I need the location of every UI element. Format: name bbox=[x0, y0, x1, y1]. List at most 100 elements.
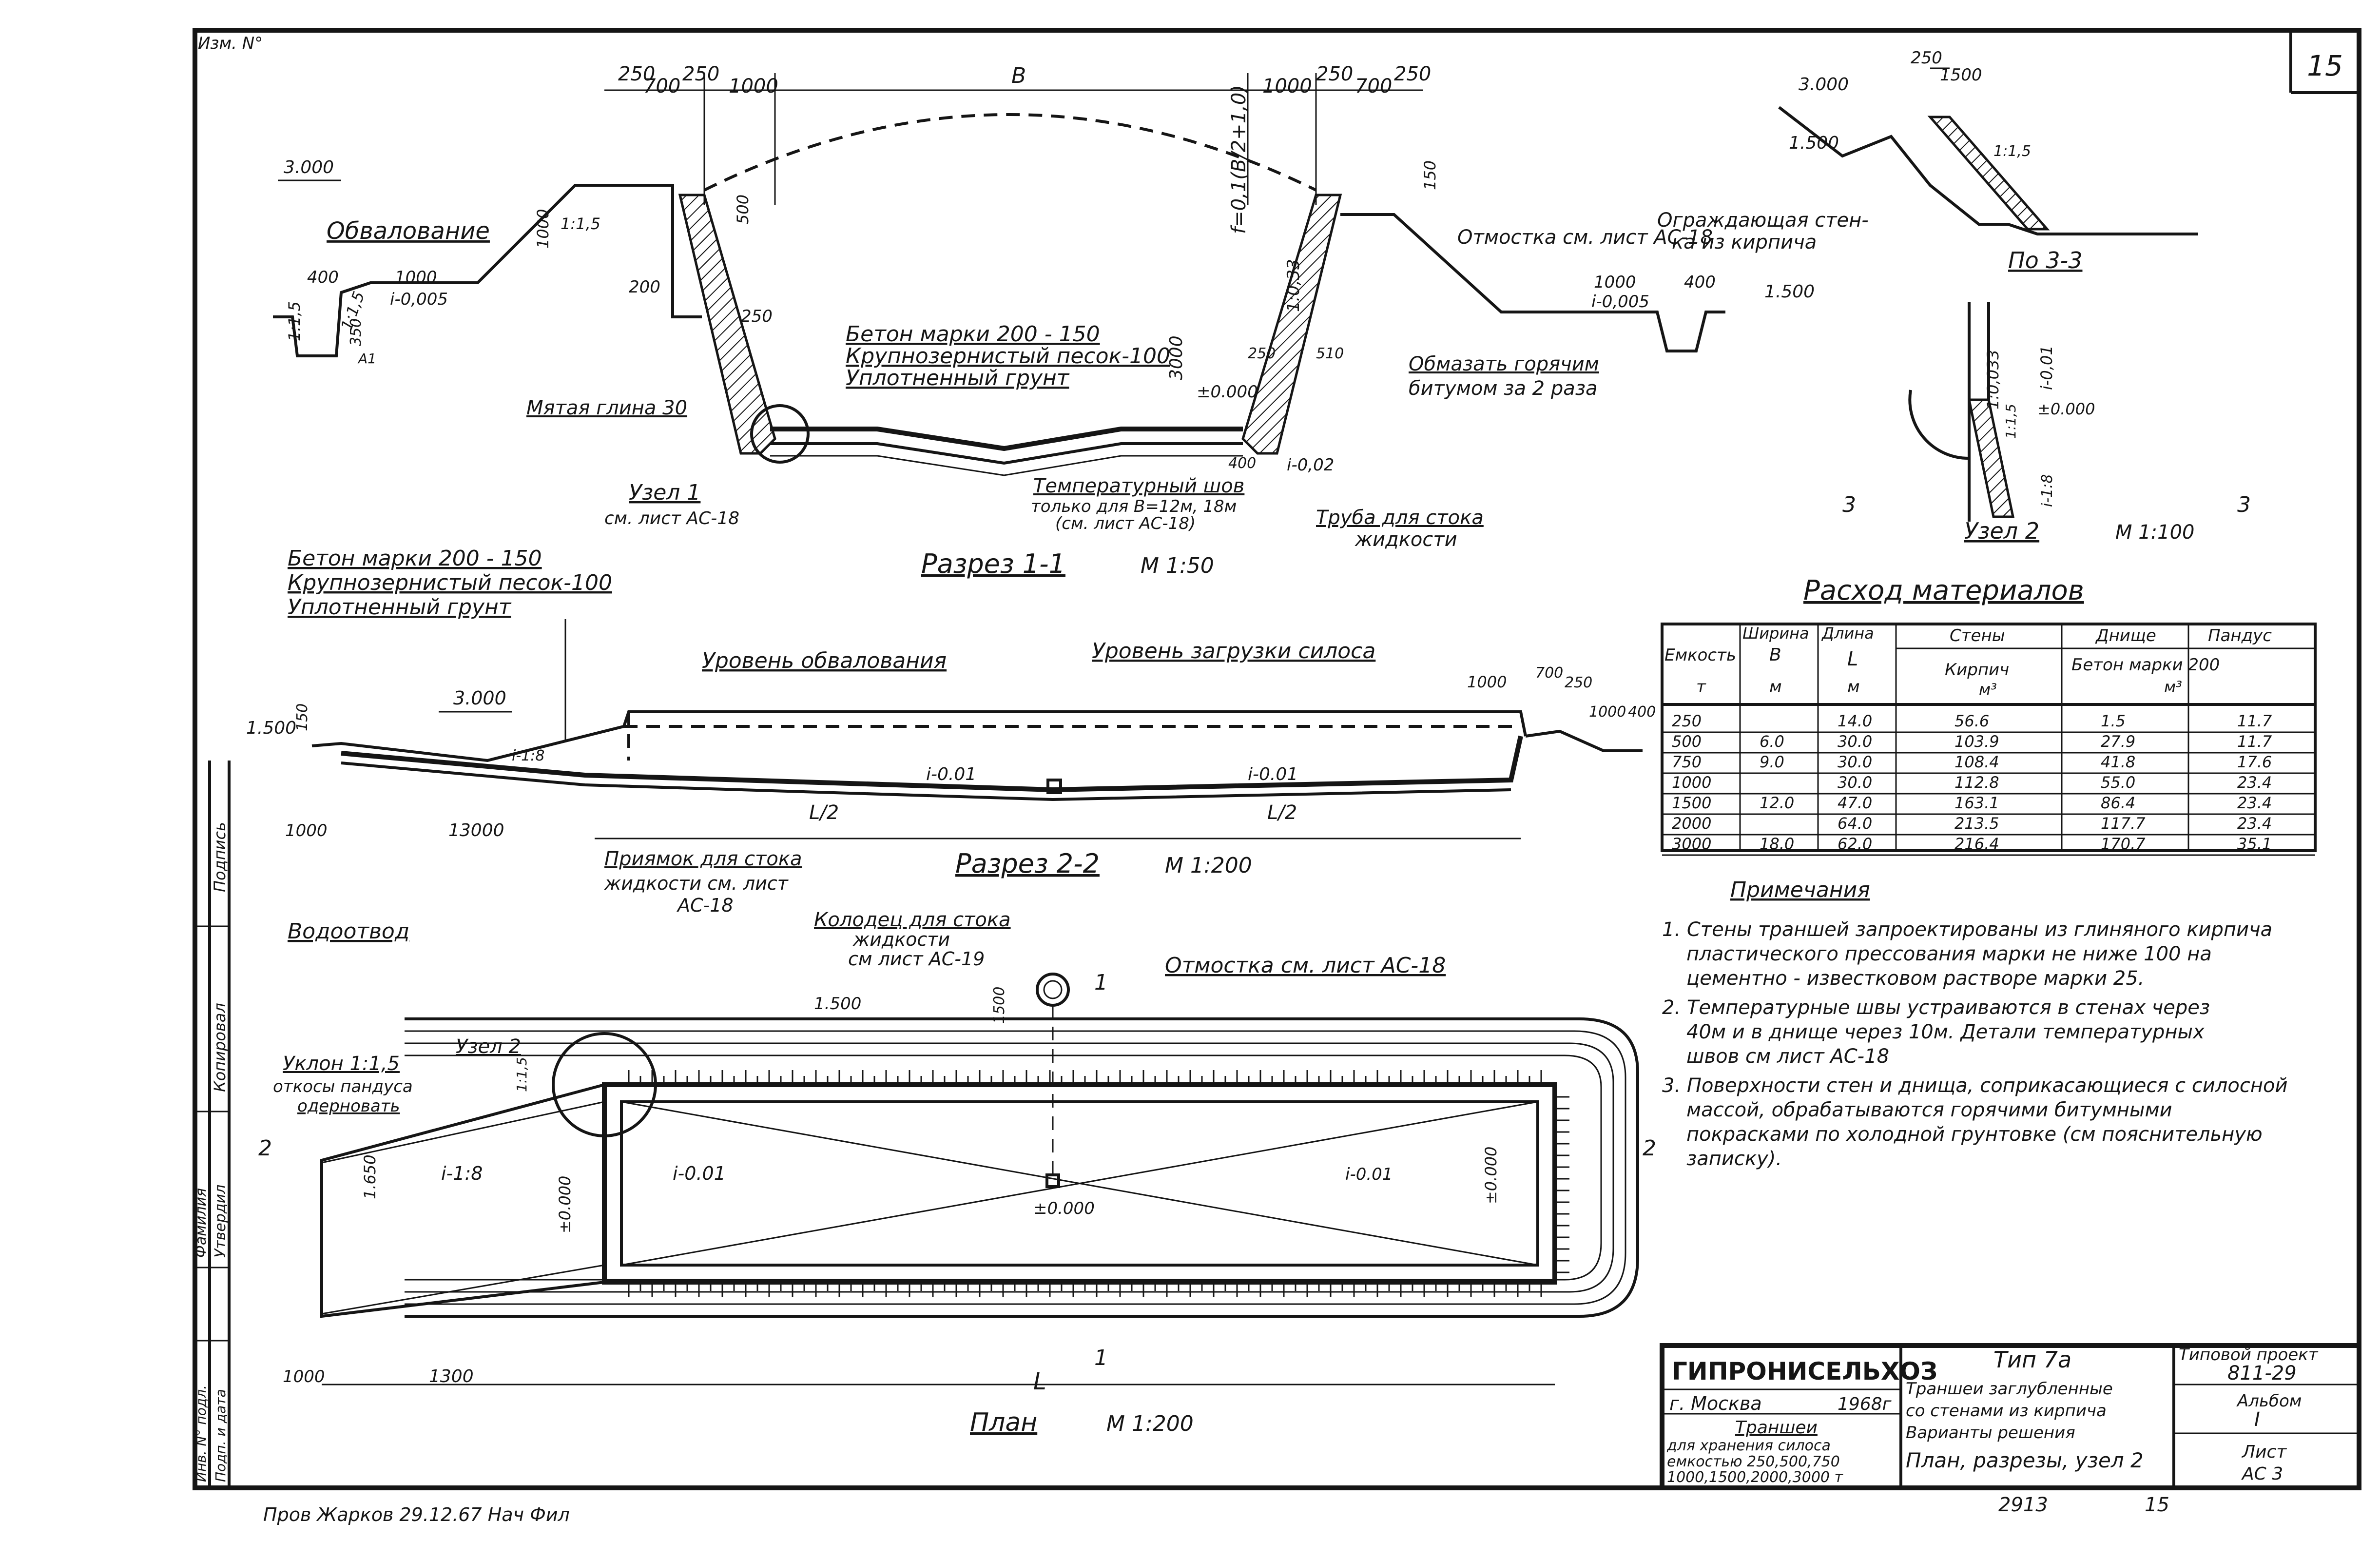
label-well-1: Колодец для стока bbox=[814, 909, 1011, 931]
label-well-3: см лист АС-19 bbox=[848, 948, 985, 970]
sidebar-label-5: Утвердил bbox=[212, 1185, 229, 1258]
half-length-a: L/2 bbox=[809, 801, 839, 824]
section-2-2-title: Разрез 2-2 bbox=[955, 848, 1100, 879]
materials-cell-l: 64.0 bbox=[1838, 814, 1872, 833]
dim-1000b: 1000 bbox=[1262, 75, 1312, 98]
sheet-label: Лист bbox=[2241, 1442, 2287, 1462]
signature-line: Пров Жарков 29.12.67 Нач Фил bbox=[263, 1504, 570, 1525]
label-pit-1: Приямок для стока bbox=[604, 848, 802, 870]
materials-cell-l: 30.0 bbox=[1838, 732, 1872, 751]
level-1500: 1.500 bbox=[1764, 282, 1815, 302]
materials-cell-cap: 750 bbox=[1672, 753, 1702, 771]
section-1-1-title: Разрез 1-1 bbox=[921, 548, 1065, 579]
level-3000: 3.000 bbox=[453, 687, 506, 709]
dim-250f: 250 bbox=[1248, 345, 1276, 362]
slope-18: i-1:8 bbox=[441, 1163, 483, 1184]
dim-13000: 13000 bbox=[448, 820, 504, 840]
header-width-sym: В bbox=[1769, 645, 1781, 665]
dim-l: L bbox=[1033, 1368, 1046, 1395]
slope-15a: 1:1,5 bbox=[285, 301, 304, 341]
section-3-3: 250 1500 3.000 1.500 1:1,5 Ограждающая с… bbox=[1657, 48, 2198, 273]
label-well-2: жидкости bbox=[852, 929, 950, 950]
level-1650: 1.650 bbox=[361, 1154, 379, 1199]
slope-001: i-0,01 bbox=[2037, 345, 2056, 390]
materials-cell-walls: 56.6 bbox=[1954, 712, 1989, 730]
section-mark-2a: 2 bbox=[258, 1136, 272, 1161]
header-walls: Стены bbox=[1950, 626, 2005, 645]
label-embank-level: Уровень обвалования bbox=[702, 648, 947, 673]
sidebar-label-6: Инв. N° подл. bbox=[193, 1385, 209, 1482]
label-silo-level: Уровень загрузки силоса bbox=[1092, 639, 1375, 663]
materials-cell-w: 12.0 bbox=[1760, 794, 1794, 812]
slope-i2: i-0,005 bbox=[1591, 292, 1649, 312]
header-capacity-unit: т bbox=[1696, 677, 1706, 697]
header-walls-sub: Кирпич bbox=[1945, 660, 2009, 680]
materials-cell-ramp: 23.4 bbox=[2237, 773, 2272, 792]
label-pipe: Труба для стока bbox=[1316, 507, 1484, 529]
dim-115: 1:1,5 bbox=[514, 1057, 530, 1092]
dim-510: 510 bbox=[1316, 345, 1344, 362]
level-1500: 1.500 bbox=[814, 994, 861, 1014]
node-2-title: Узел 2 bbox=[1964, 518, 2039, 544]
materials-cell-cap: 1500 bbox=[1672, 794, 1711, 812]
dim-350: 350 bbox=[348, 318, 365, 346]
header-concrete: Бетон марки 200 bbox=[2071, 655, 2220, 675]
drain-well bbox=[1036, 973, 1070, 1007]
dim-b: В bbox=[1011, 63, 1026, 88]
arch-rise-formula: f=0,1(B/2+1,0) bbox=[1228, 85, 1250, 234]
slope-001b: i-0.01 bbox=[1345, 1165, 1393, 1184]
type-desc-4: План, разрезы, узел 2 bbox=[1906, 1448, 2144, 1472]
stamp-org: ГИПРОНИСЕЛЬХОЗ bbox=[1672, 1357, 1937, 1385]
slope-033: 1:0,033 bbox=[1984, 350, 2002, 410]
note-2-line-1: 2. Температурные швы устраиваются в стен… bbox=[1662, 996, 2210, 1019]
dim-250e: 250 bbox=[741, 307, 773, 326]
materials-cell-w: 9.0 bbox=[1760, 753, 1784, 771]
dim-1000v: 1000 bbox=[534, 209, 552, 249]
materials-table: Расход материалов Емкость т Ширина В м Д… bbox=[1661, 575, 2317, 856]
dim-250d: 250 bbox=[1394, 63, 1431, 85]
materials-cell-w: 18.0 bbox=[1760, 835, 1794, 853]
note-1-line-2: пластического прессования марки не ниже … bbox=[1686, 943, 2212, 965]
dim-400c: 400 bbox=[1228, 455, 1256, 472]
slope-15: 1:1,5 bbox=[1993, 143, 2031, 160]
materials-cell-bottom: 1.5 bbox=[2101, 712, 2126, 730]
dim-1000d: 1000 bbox=[1594, 273, 1636, 292]
plan-title: План bbox=[970, 1408, 1037, 1437]
type-desc-3: Варианты решения bbox=[1906, 1423, 2075, 1443]
materials-cell-walls: 213.5 bbox=[1954, 814, 1999, 833]
slope-15c: 1:1,5 bbox=[561, 215, 600, 233]
sheet-frame: 15 bbox=[193, 28, 2361, 1490]
stamp-title-1: Траншеи bbox=[1735, 1418, 1818, 1438]
label-temp-joint-2: только для В=12м, 18м bbox=[1031, 497, 1237, 516]
dim-250: 250 bbox=[1565, 674, 1592, 691]
dim-250: 250 bbox=[1911, 48, 1942, 68]
label-pit-2: жидкости см. лист bbox=[604, 873, 789, 894]
notes: Примечания 1. Стены траншей запроектиров… bbox=[1662, 878, 2287, 1170]
label-otmostka: Отмостка см. лист АС-18 bbox=[1165, 953, 1446, 978]
label-wall-1: Ограждающая стен- bbox=[1657, 209, 1869, 232]
slope-033: 1:0,33 bbox=[1284, 259, 1303, 312]
label-concrete: Бетон марки 200 - 150 bbox=[288, 546, 542, 571]
sidebar-label-4: Фамилия bbox=[193, 1188, 210, 1258]
label-ramp-2: одерновать bbox=[297, 1096, 400, 1116]
materials-cell-l: 14.0 bbox=[1838, 712, 1872, 730]
slope-001a: i-0.01 bbox=[673, 1163, 726, 1184]
materials-cell-walls: 216.4 bbox=[1954, 835, 1999, 853]
project-label: Типовой проект bbox=[2179, 1345, 2319, 1365]
dim-150: 150 bbox=[294, 703, 311, 731]
dim-150: 150 bbox=[1421, 160, 1439, 190]
dim-400b: 400 bbox=[1684, 273, 1716, 292]
materials-cell-ramp: 11.7 bbox=[2237, 732, 2272, 751]
slope-002: i-0,02 bbox=[1287, 455, 1334, 475]
section-3-3-title: По 3-3 bbox=[2008, 247, 2083, 273]
notes-title: Примечания bbox=[1730, 878, 1870, 902]
materials-cell-l: 62.0 bbox=[1838, 835, 1872, 853]
dim-400a: 400 bbox=[307, 268, 339, 287]
dim-200: 200 bbox=[629, 277, 660, 297]
header-width: Ширина bbox=[1742, 624, 1809, 643]
node-2-detail: i-0,01 1:0,033 1:1,5 ±0.000 i-1:8 3 3 Уз… bbox=[1842, 302, 2251, 544]
section-1-1-scale: М 1:50 bbox=[1141, 553, 1214, 578]
stamp-title-3: емкостью 250,500,750 bbox=[1667, 1453, 1840, 1470]
